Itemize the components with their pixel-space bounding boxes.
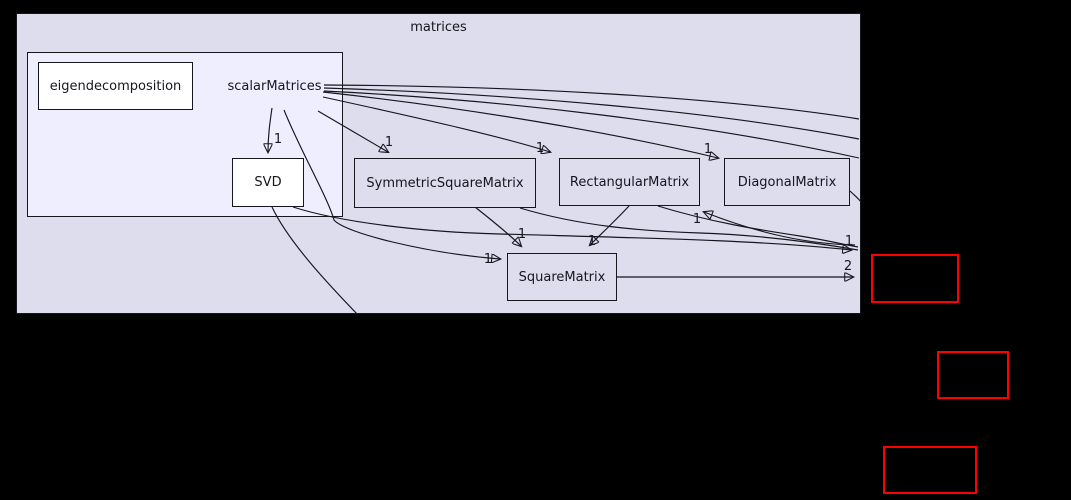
edge-label-to-square-from-symmetric: 1 — [517, 227, 527, 242]
dir-box-svd[interactable]: SVD — [232, 158, 304, 207]
dir-box-symmetricsquarematrix[interactable]: SymmetricSquareMatrix — [354, 158, 536, 208]
edge-label-to-rectangular-bottom: 1 — [692, 212, 702, 227]
edge-label-to-diagonal: 1 — [703, 142, 713, 157]
external-dir-box-2[interactable] — [937, 351, 1009, 399]
edge-label-to-svd: 1 — [273, 132, 283, 147]
edge-label-to-external-top: 1 — [844, 234, 854, 249]
dir-box-eigendecomposition[interactable]: eigendecomposition — [38, 62, 193, 110]
cluster-matrices-label: matrices — [410, 20, 467, 35]
dir-label-scalarmatrices: scalarMatrices — [227, 78, 322, 94]
external-dir-box-1[interactable] — [871, 254, 959, 303]
edge-label-to-symmetric: 1 — [384, 135, 394, 150]
external-dir-box-3[interactable] — [883, 446, 977, 494]
edge-label-to-rectangular-top: 1 — [535, 141, 545, 156]
dir-box-diagonalmatrix[interactable]: DiagonalMatrix — [724, 158, 850, 206]
dir-box-squarematrix[interactable]: SquareMatrix — [507, 253, 617, 301]
edge-label-to-external-from-square: 2 — [843, 259, 853, 274]
edge-label-to-square-from-scalar: 1 — [483, 252, 493, 267]
edge-label-to-square-from-rectangular: 1 — [587, 234, 597, 249]
dir-box-rectangularmatrix[interactable]: RectangularMatrix — [559, 158, 700, 206]
